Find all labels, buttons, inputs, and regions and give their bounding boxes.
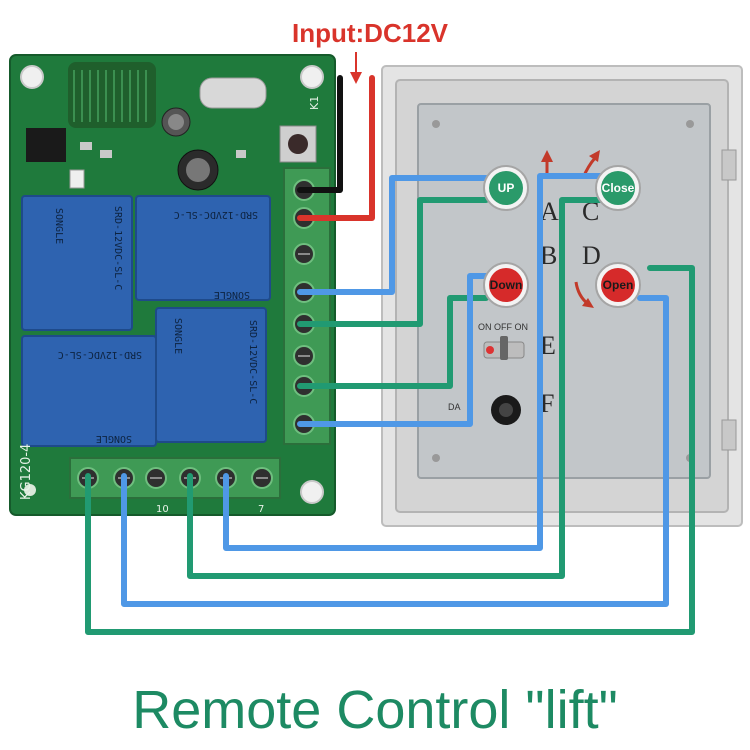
k1-label: K1 [308, 96, 321, 110]
down-button-label: Down [490, 278, 523, 292]
crystal [199, 77, 267, 109]
smd-part [100, 150, 112, 158]
wire-down-blue [297, 273, 489, 427]
mounting-hole [300, 65, 324, 89]
svg-text:SRD-12VDC-SL-C: SRD-12VDC-SL-C [112, 206, 123, 290]
relay-1: SRD-12VDC-SL-C SONGLE [21, 195, 133, 331]
svg-text:SONGLE: SONGLE [96, 433, 132, 444]
receiver-board: K1 SRD-12VDC-SL-C SONGLE SRD-12VDC-SL-C … [9, 54, 336, 516]
learn-button-cap[interactable] [288, 134, 308, 154]
svg-text:SONGLE: SONGLE [214, 289, 250, 300]
wire-close-green [187, 197, 603, 579]
page-title: Remote Control "lift" [132, 680, 618, 740]
power-wire-red [297, 75, 375, 221]
hinge [721, 149, 737, 181]
svg-text:SRD-12VDC-SL-C: SRD-12VDC-SL-C [58, 349, 142, 360]
terminal-screw [293, 345, 315, 367]
screw [686, 120, 694, 128]
wires [85, 75, 695, 635]
svg-text:SONGLE: SONGLE [172, 318, 183, 354]
wire-up-green [297, 197, 489, 327]
wire-open-green [85, 265, 695, 635]
jumper [69, 169, 85, 189]
input-arrow-head [350, 72, 362, 84]
close-button-label: Close [602, 181, 635, 195]
panel-letter-a: A [540, 197, 559, 226]
power-wire-black [297, 75, 343, 193]
relay-2: SRD-12VDC-SL-C SONGLE [135, 195, 271, 301]
panel-letter-e: E [540, 331, 556, 360]
terminal-screw [251, 467, 273, 489]
panel-buttons: UP Close Down Open [483, 165, 641, 308]
up-button-label: UP [498, 181, 515, 195]
smd-part [80, 142, 92, 150]
mounting-hole [24, 484, 36, 496]
screw [432, 120, 440, 128]
panel-letter-d: D [582, 241, 601, 270]
svg-text:SONGLE: SONGLE [53, 208, 64, 244]
ic-chip [26, 128, 66, 162]
switch-label: ON OFF ON [478, 322, 528, 332]
close-button[interactable]: Close [595, 165, 641, 211]
fuse-label: DA [448, 402, 461, 412]
model-label: KG120-4 [19, 444, 34, 500]
relay-4: SRD-12VDC-SL-C SONGLE [21, 335, 157, 447]
mounting-hole [20, 65, 44, 89]
panel-letter-f: F [540, 389, 554, 418]
svg-text:SRD-12VDC-SL-C: SRD-12VDC-SL-C [174, 209, 258, 220]
wire-open-blue [121, 295, 669, 607]
relay-3: SRD-12VDC-SL-C SONGLE [155, 307, 267, 443]
screw [432, 454, 440, 462]
terminal-screw [145, 467, 167, 489]
down-button[interactable]: Down [483, 262, 529, 308]
open-button[interactable]: Open [595, 262, 641, 308]
up-button[interactable]: UP [483, 165, 529, 211]
bottom-terminal-block [69, 457, 281, 499]
panel-letter-c: C [582, 197, 599, 226]
wire-up-blue [297, 175, 489, 295]
open-button-label: Open [603, 278, 634, 292]
terminal-screw [293, 243, 315, 265]
terminal-label: 10 [156, 504, 169, 515]
right-terminal-block [283, 167, 331, 445]
svg-text:SRD-12VDC-SL-C: SRD-12VDC-SL-C [247, 320, 258, 404]
smd-part [236, 150, 246, 158]
hinge [721, 419, 737, 451]
toggle-lever[interactable] [500, 336, 508, 360]
input-label: Input:DC12V [292, 18, 449, 48]
panel-letter-b: B [540, 241, 557, 270]
wire-close-blue [223, 173, 603, 551]
terminal-label: 7 [258, 504, 264, 515]
mounting-hole [300, 480, 324, 504]
